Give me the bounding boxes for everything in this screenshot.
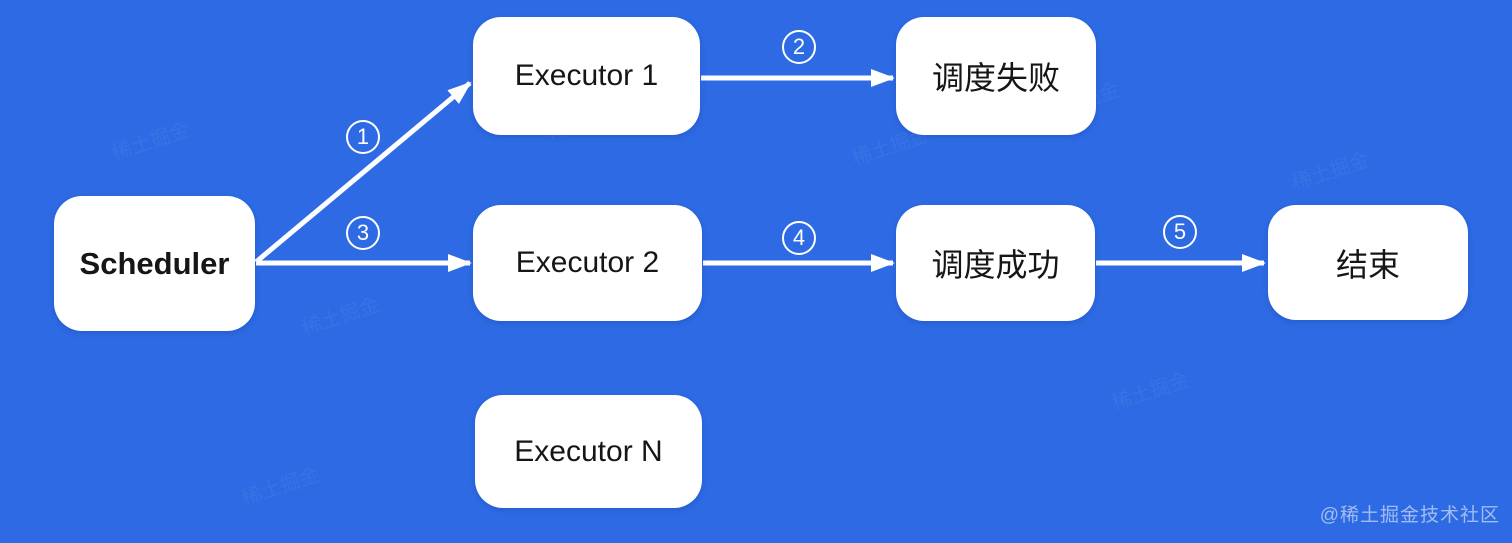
edge-number-2: 2 xyxy=(782,30,816,64)
edge-number-4: 4 xyxy=(782,221,816,255)
node-executor-n: Executor N xyxy=(475,395,702,508)
node-schedule-success: 调度成功 xyxy=(896,205,1095,321)
edge-number-1: 1 xyxy=(346,120,380,154)
node-schedule-failed: 调度失败 xyxy=(896,17,1096,135)
edge-number-3: 3 xyxy=(346,216,380,250)
node-end: 结束 xyxy=(1268,205,1468,320)
node-executor-2: Executor 2 xyxy=(473,205,702,321)
watermark-credit: @稀土掘金技术社区 xyxy=(1319,505,1500,526)
edge-number-5: 5 xyxy=(1163,215,1197,249)
arrow-scheduler-to-executor1 xyxy=(254,81,472,264)
node-executor-1: Executor 1 xyxy=(473,17,700,135)
node-scheduler: Scheduler xyxy=(54,196,255,331)
